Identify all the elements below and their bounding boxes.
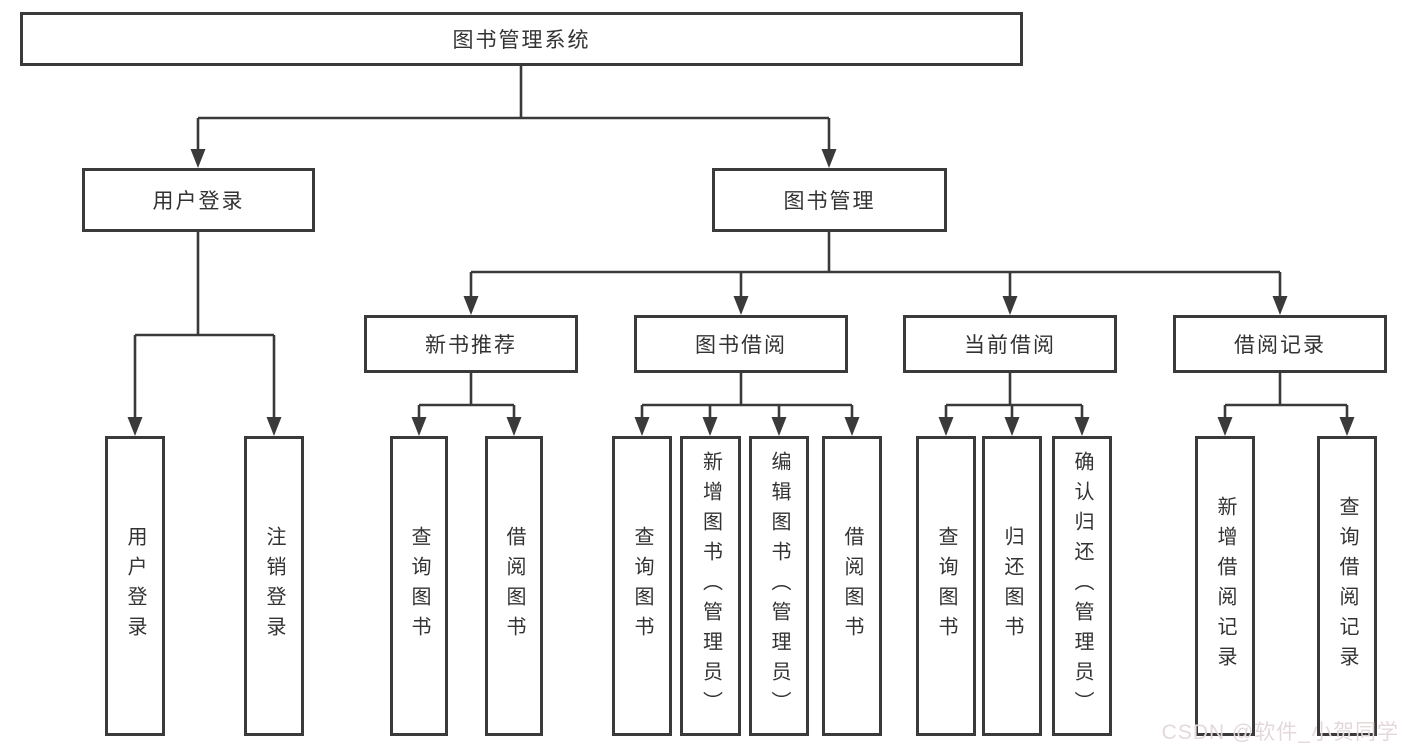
leaf-label: 注销登录 xyxy=(263,526,285,646)
leaf-logout: 注销登录 xyxy=(244,436,304,736)
leaf-borrow-books-borrowing: 借阅图书 xyxy=(822,436,882,736)
leaf-user-login: 用户登录 xyxy=(105,436,165,736)
leaf-borrow-books-recommendation: 借阅图书 xyxy=(485,436,543,736)
leaf-query-books-borrowing: 查询图书 xyxy=(612,436,672,736)
leaf-label: 查询图书 xyxy=(631,526,653,646)
leaf-edit-book-admin: 编辑图书（管理员） xyxy=(749,436,809,736)
leaf-confirm-return-admin: 确认归还（管理员） xyxy=(1052,436,1112,736)
leaf-label: 新增图书（管理员） xyxy=(699,451,722,721)
leaf-label: 确认归还（管理员） xyxy=(1071,451,1093,721)
leaf-label: 查询借阅记录 xyxy=(1336,496,1358,676)
node-new-book-recommendation: 新书推荐 xyxy=(364,315,578,373)
node-label: 用户登录 xyxy=(152,190,245,213)
leaf-query-books-recommendation: 查询图书 xyxy=(390,436,448,736)
leaf-label: 查询图书 xyxy=(408,526,430,646)
csdn-watermark: CSDN @软件_小贺同学 xyxy=(1161,721,1399,744)
node-label: 图书管理 xyxy=(783,190,876,213)
node-label: 图书借阅 xyxy=(695,334,787,357)
leaf-query-borrow-record: 查询借阅记录 xyxy=(1317,436,1377,736)
node-book-borrowing: 图书借阅 xyxy=(634,315,848,373)
node-book-management: 图书管理 xyxy=(712,168,947,232)
leaf-query-books-current: 查询图书 xyxy=(916,436,976,736)
leaf-label: 归还图书 xyxy=(1001,526,1023,646)
leaf-label: 借阅图书 xyxy=(503,526,525,646)
node-label: 新书推荐 xyxy=(425,334,517,357)
node-label: 借阅记录 xyxy=(1234,334,1326,357)
leaf-add-borrow-record: 新增借阅记录 xyxy=(1195,436,1255,736)
node-borrowing-records: 借阅记录 xyxy=(1173,315,1387,373)
node-label: 图书管理系统 xyxy=(452,29,591,52)
leaf-label: 新增借阅记录 xyxy=(1214,496,1236,676)
leaf-label: 借阅图书 xyxy=(841,526,863,646)
node-user-login: 用户登录 xyxy=(82,168,315,232)
node-library-management-system: 图书管理系统 xyxy=(20,12,1023,66)
leaf-label: 编辑图书（管理员） xyxy=(768,451,790,721)
node-current-borrowing: 当前借阅 xyxy=(903,315,1117,373)
leaf-return-book: 归还图书 xyxy=(982,436,1042,736)
node-label: 当前借阅 xyxy=(964,334,1056,357)
leaf-label: 查询图书 xyxy=(935,526,957,646)
leaf-label: 用户登录 xyxy=(124,526,146,646)
leaf-add-book-admin: 新增图书（管理员） xyxy=(680,436,741,736)
